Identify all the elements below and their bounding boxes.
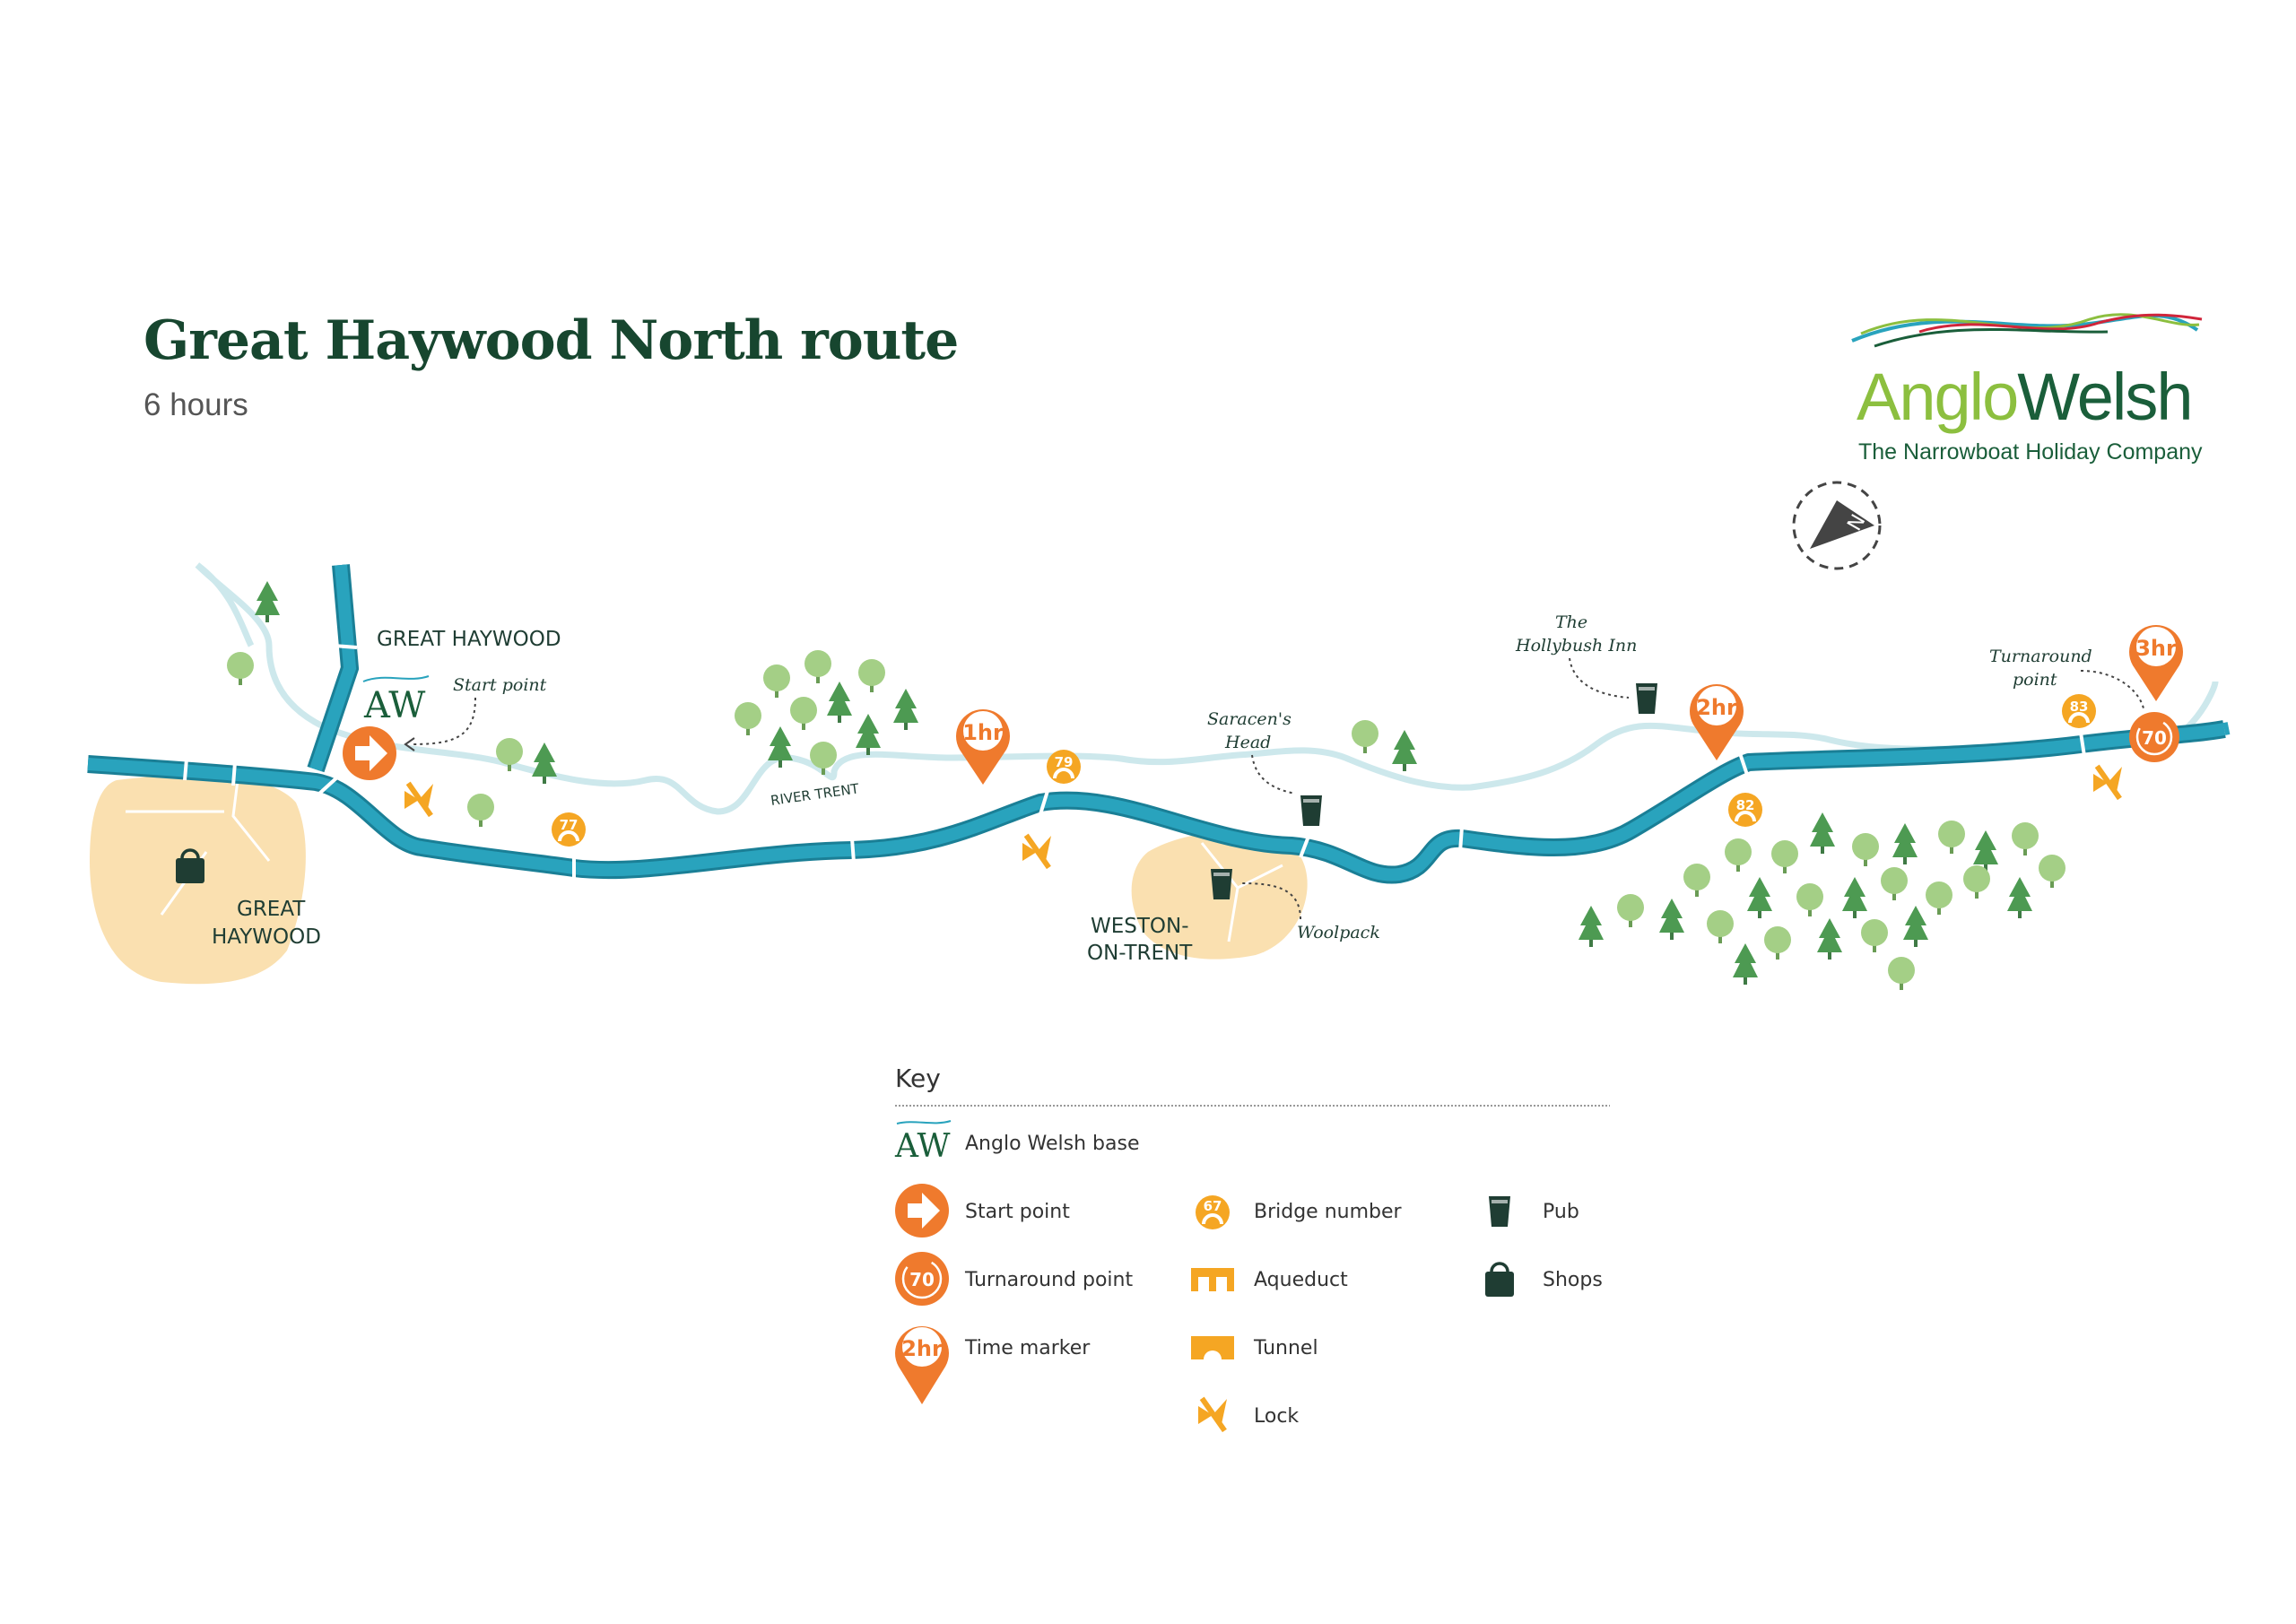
bridge-icon-82: 82 (1726, 791, 1764, 829)
key-label-pub: Pub (1543, 1201, 1579, 1223)
key-lock-icon (1198, 1396, 1227, 1433)
pub-icon-hollybush (1636, 683, 1657, 714)
bridge-icon-79: 79 (1045, 748, 1083, 786)
turnaround-label-1: Turnaround (1989, 647, 2092, 666)
start-point-marker (343, 726, 396, 780)
lock-icon (1022, 833, 1051, 870)
turnaround-label-2: point (2013, 670, 2057, 690)
hollybush-label-2: Hollybush Inn (1515, 636, 1637, 656)
bridge-number: 82 (1736, 797, 1755, 813)
lock-icon (2093, 764, 2122, 801)
key-label-start: Start point (965, 1201, 1070, 1223)
time-marker-1hr: 1hr (956, 709, 1011, 785)
time-marker-label: 1hr (962, 720, 1004, 745)
key-start-icon (895, 1184, 949, 1238)
time-marker-label: 3hr (2135, 636, 2177, 661)
brand-logo: AngloWelsh (1857, 359, 2194, 435)
key-turnaround-icon: 70 (895, 1252, 949, 1306)
weston-roads (1200, 842, 1283, 942)
canal-route (87, 564, 2231, 884)
place-great-haywood-2: HAYWOOD (212, 925, 321, 949)
place-great-haywood-north: GREAT HAYWOOD (377, 628, 561, 651)
woolpack-label: Woolpack (1297, 923, 1380, 942)
key-time-marker-icon: 2hr (895, 1326, 950, 1404)
bridge-number: 79 (1055, 754, 1074, 770)
key-bridge-number: 67 (1204, 1198, 1222, 1214)
saracens-head-label-1: Saracen's (1207, 709, 1292, 729)
turnaround-bridge-number: 70 (2142, 727, 2167, 749)
hollybush-label-1: The (1555, 612, 1587, 632)
brand-swoosh-icon (1851, 313, 2203, 348)
brand-name-part-a: Anglo (1857, 360, 2019, 434)
pub-icon-saracens-head (1300, 795, 1322, 826)
turnaround-point-marker: 70 (2129, 712, 2179, 762)
key-heading: Key (895, 1064, 941, 1093)
map-title: Great Haywood North route (144, 309, 959, 372)
route-duration: 6 hours (144, 387, 248, 422)
saracens-head-label-2: Head (1224, 733, 1271, 752)
place-weston-1: WESTON- (1091, 915, 1189, 938)
key-base-logo: AW (894, 1128, 951, 1165)
key-base-icon: AW (894, 1120, 952, 1165)
key-aqueduct-icon (1191, 1268, 1234, 1291)
bridge-icon-83: 83 (2060, 692, 2098, 730)
bridge-number: 77 (560, 817, 578, 833)
key-shops-icon (1483, 1262, 1516, 1298)
key-pub-icon (1489, 1196, 1510, 1227)
place-great-haywood-1: GREAT (237, 898, 306, 921)
key-bridge-icon: 67 (1194, 1194, 1231, 1231)
key-label-shops: Shops (1543, 1269, 1603, 1291)
key-label-time: Time marker (964, 1337, 1091, 1359)
bridge-icon-77: 77 (550, 811, 587, 848)
river-tributary (195, 562, 255, 647)
lock-icon (404, 781, 433, 818)
river-label: RIVER TRENT (770, 780, 861, 809)
anglo-welsh-base-icon: AW (362, 675, 430, 726)
bridge-number: 83 (2070, 699, 2089, 715)
time-marker-3hr: 3hr (2129, 625, 2183, 701)
key-label-base: Anglo Welsh base (965, 1133, 1139, 1155)
key-label-turnaround: Turnaround point (964, 1269, 1133, 1291)
brand-name-part-b: Welsh (2017, 360, 2193, 434)
time-marker-label: 2hr (1696, 695, 1737, 720)
key-label-lock: Lock (1254, 1405, 1299, 1428)
time-marker-2hr: 2hr (1690, 684, 1744, 760)
key-turnaround-number: 70 (909, 1269, 935, 1290)
key-label-bridge: Bridge number (1254, 1201, 1403, 1223)
place-weston-2: ON-TRENT (1087, 942, 1193, 965)
map-key: Key AW Anglo Welsh base Start point 70 T… (894, 1064, 1610, 1433)
key-label-tunnel: Tunnel (1253, 1337, 1318, 1359)
key-tunnel-icon (1191, 1336, 1234, 1359)
key-time-marker-label: 2hr (901, 1336, 943, 1361)
start-point-label: Start point (453, 675, 547, 695)
north-arrow-icon: N (1792, 481, 1882, 570)
base-logo-text: AW (363, 685, 425, 726)
brand-tagline: The Narrowboat Holiday Company (1858, 439, 2203, 465)
pub-icon-woolpack (1211, 869, 1232, 899)
key-label-aqueduct: Aqueduct (1254, 1269, 1348, 1291)
